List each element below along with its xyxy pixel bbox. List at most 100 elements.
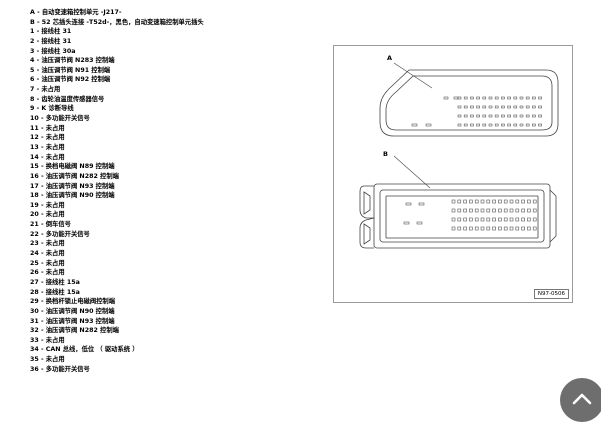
connector-pin [492,208,496,213]
connector-pin [501,114,505,118]
connector-pin [474,226,479,231]
connector-pin [474,217,479,222]
scroll-to-top-button[interactable] [560,378,601,422]
connector-pin [457,226,462,231]
connector-pin [476,96,480,100]
legend-item: 28 - 接线柱 15a [30,288,80,296]
connector-pin [469,199,473,204]
connector-pin [474,199,479,204]
connector-pin [451,199,456,204]
connector-pin [538,96,542,100]
legend-item: A - 自动变速箱控制单元 -J217- [30,9,122,16]
connector-pin [457,123,462,127]
connector-pin [501,96,505,100]
connector-pin [457,208,462,213]
connector-pin [532,123,536,127]
connector-pin [457,105,462,109]
connector-pin [532,96,536,100]
legend-item: 18 - 油压调节阀 N90 控制端 [30,192,115,200]
connector-pin [538,123,542,127]
legend-item: 19 - 未占用 [30,201,65,209]
connector-pin [476,123,480,127]
legend-item: 2 - 接线柱 31 [30,37,72,45]
connector-pin [486,217,491,222]
connector-pin [519,123,524,127]
legend-item: 17 - 油压调节阀 N93 控制端 [30,182,115,190]
label-b: B [383,150,388,158]
legend-item: B - 52 芯插头连接 -T52d-，黑色，自动变速箱控制单元插头 [30,18,204,26]
connector-pin [486,226,491,231]
legend-item: 32 - 油压调节阀 N282 控制端 [30,327,119,335]
connector-pin [532,114,536,118]
connector-b [359,183,557,249]
connector-pin [488,123,493,127]
label-a: A [387,54,393,62]
connector-pin [470,96,474,100]
connector-pin [492,199,496,204]
connector-pin [425,123,432,127]
legend-item: 35 - 未占用 [30,356,65,364]
connector-pin [519,105,524,109]
connector-pin [515,217,520,222]
connector-a [379,69,559,137]
connector-pin [480,208,485,213]
connector-pin [416,221,423,225]
legend-item: 29 - 换档杆锁止电磁阀控制端 [30,298,116,306]
connector-pin [509,226,514,231]
connector-pin [457,114,462,118]
connector-pin [521,217,525,222]
connector-pin [457,96,462,100]
connector-pin [494,105,499,109]
legend-item: 4 - 油压调节阀 N283 控制端 [30,57,115,65]
connector-pin [525,105,530,109]
connector-pin [503,226,508,231]
legend-item: 6 - 油压调节阀 N92 控制端 [30,76,111,84]
connector-pin [532,217,537,222]
connector-pin [463,105,468,109]
connector-pin [494,96,499,100]
connector-pin [463,96,468,100]
connector-pin [507,114,511,118]
connector-pin [451,208,456,213]
legend-item: 24 - 未占用 [30,250,65,258]
legend-item: 26 - 未占用 [30,269,65,277]
connector-pin [451,217,456,222]
connector-figure: A B N97-0506 [333,45,573,303]
connector-pin [532,208,537,213]
connector-pin [474,208,479,213]
connector-pin [463,208,467,213]
legend-item: 20 - 未占用 [30,211,65,219]
connector-pin [507,96,511,100]
connector-pin [538,105,542,109]
connector-pin [513,123,518,127]
connector-pin [488,105,493,109]
connector-pin [469,217,473,222]
connector-b-pins [403,199,537,231]
connector-pin [501,105,505,109]
legend-item: 16 - 油压调节阀 N282 控制端 [30,172,119,180]
connector-pin [470,114,474,118]
legend-item: 3 - 接线柱 30a [30,47,76,55]
connector-pin [494,114,499,118]
connector-pin [492,217,496,222]
connector-pin [443,96,449,100]
connector-pin [470,105,474,109]
legend-item: 12 - 未占用 [30,134,65,142]
legend-item: 1 - 接线柱 31 [30,28,72,36]
connector-pin [509,208,514,213]
connector-pin [513,114,518,118]
connector-pin [498,208,502,213]
connector-pin [525,96,530,100]
connector-pin [509,217,514,222]
legend-item: 33 - 未占用 [30,336,65,344]
connector-pin [521,199,525,204]
figure-code: N97-0506 [533,289,569,299]
legend-item: 30 - 油压调节阀 N90 控制端 [30,307,115,315]
connector-pin [501,123,505,127]
connector-pin [509,199,514,204]
connector-pin [463,123,468,127]
connector-pin [515,226,520,231]
legend-item: 25 - 未占用 [30,259,65,267]
connector-pin [498,226,502,231]
connector-pin [469,208,473,213]
